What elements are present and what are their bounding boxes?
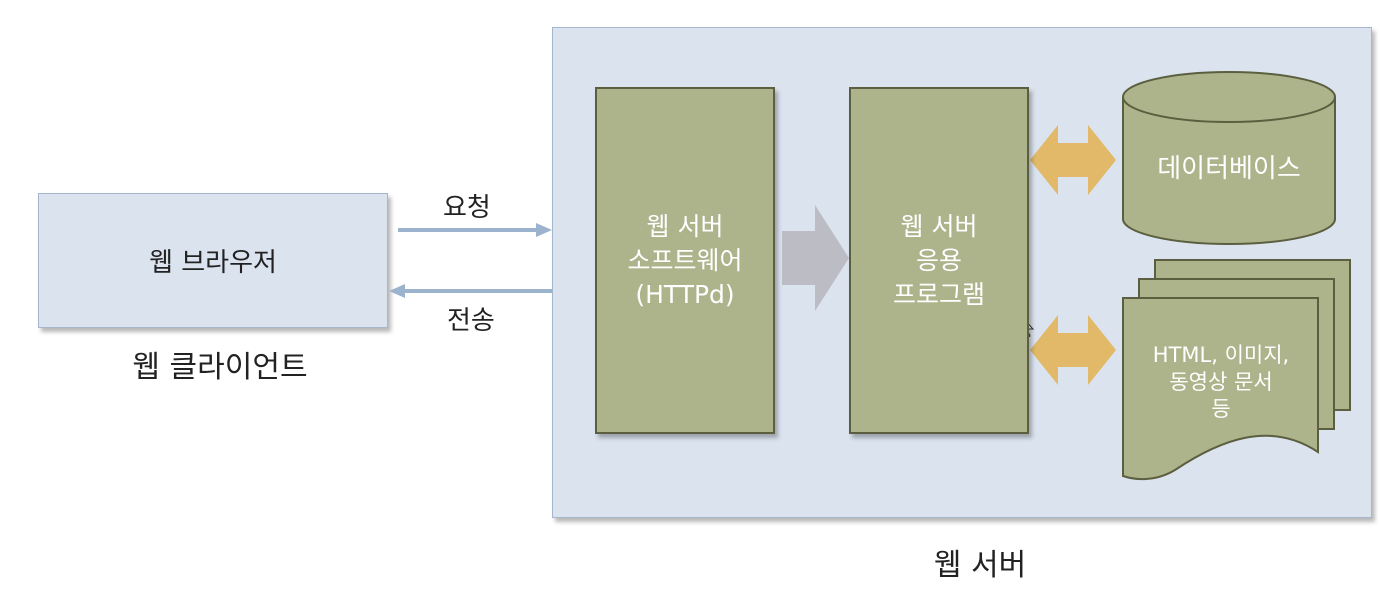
request-arrow (398, 223, 552, 237)
database-cylinder (1122, 71, 1336, 245)
web-server-label: 웹 서버 (933, 548, 1027, 583)
httpd-line2: 소프트웨어 (627, 245, 743, 275)
documents-label: HTML, 이미지, 동영상 문서 등 (1123, 342, 1319, 423)
documents-line3: 등 (1211, 397, 1231, 421)
docs-double-arrow (1030, 315, 1116, 385)
documents-line1: HTML, 이미지, (1152, 343, 1290, 367)
web-client-label: 웹 클라이언트 (132, 350, 308, 385)
database-label: 데이터베이스 (1157, 154, 1301, 184)
app-line2: 응용 (915, 245, 962, 275)
documents-line2: 동영상 문서 (1169, 370, 1273, 394)
httpd-box: 웹 서버 소프트웨어 (HTTPd) (595, 87, 775, 434)
web-browser-box: 웹 브라우저 (38, 193, 388, 328)
web-browser-label: 웹 브라우저 (149, 248, 277, 278)
request-label: 요청 (443, 193, 491, 223)
app-line3: 프로그램 (892, 279, 985, 309)
app-line1: 웹 서버 (900, 211, 978, 241)
httpd-line3: (HTTPd) (635, 279, 735, 309)
documents-stack (1122, 259, 1351, 481)
response-label: 전송 (447, 306, 495, 336)
response-arrow (389, 284, 552, 298)
db-double-arrow (1030, 125, 1116, 195)
httpd-line1: 웹 서버 (646, 211, 724, 241)
web-app-box: 웹 서버 응용 프로그램 (849, 87, 1029, 434)
flow-arrow-gray (782, 205, 849, 311)
